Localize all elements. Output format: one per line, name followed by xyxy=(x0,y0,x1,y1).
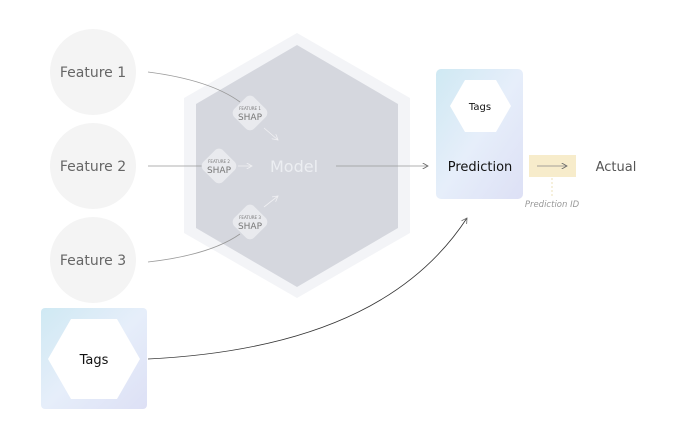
shap-3-diamond xyxy=(232,204,268,240)
shap-1-label: SHAP xyxy=(238,113,263,123)
arrow-shap1-model xyxy=(263,127,278,140)
shap-1-top: FEATURE 1 xyxy=(239,106,261,111)
feature-2-node: Feature 2 xyxy=(50,123,136,209)
tags-hexagon xyxy=(48,319,140,399)
actual-label: Actual xyxy=(596,160,637,175)
feature-3-node: Feature 3 xyxy=(50,217,136,303)
prediction-tags-label: Tags xyxy=(468,102,491,113)
edge-feature3-shap xyxy=(147,233,241,263)
shap-1-diamond xyxy=(232,95,268,131)
tags-label: Tags xyxy=(79,353,109,368)
feature-2-label: Feature 2 xyxy=(60,159,126,175)
feature-1-label: Feature 1 xyxy=(60,65,126,81)
prediction-label: Prediction xyxy=(448,160,513,175)
prediction-id-label: Prediction ID xyxy=(525,200,580,210)
shap-3-label: SHAP xyxy=(238,222,263,232)
arrow-shap3-model xyxy=(263,196,278,208)
feature-3-label: Feature 3 xyxy=(60,253,126,269)
edge-feature1-shap xyxy=(147,71,241,103)
feature-1-node: Feature 1 xyxy=(50,29,136,115)
shap-2-top: FEATURE 2 xyxy=(208,159,230,164)
shap-2-label: SHAP xyxy=(207,166,232,176)
shap-2-diamond xyxy=(201,148,237,184)
shap-3-top: FEATURE 3 xyxy=(239,215,261,220)
prediction-tags-hexagon xyxy=(450,80,511,132)
model-label: Model xyxy=(270,157,318,176)
edge-tags-prediction xyxy=(147,218,467,360)
